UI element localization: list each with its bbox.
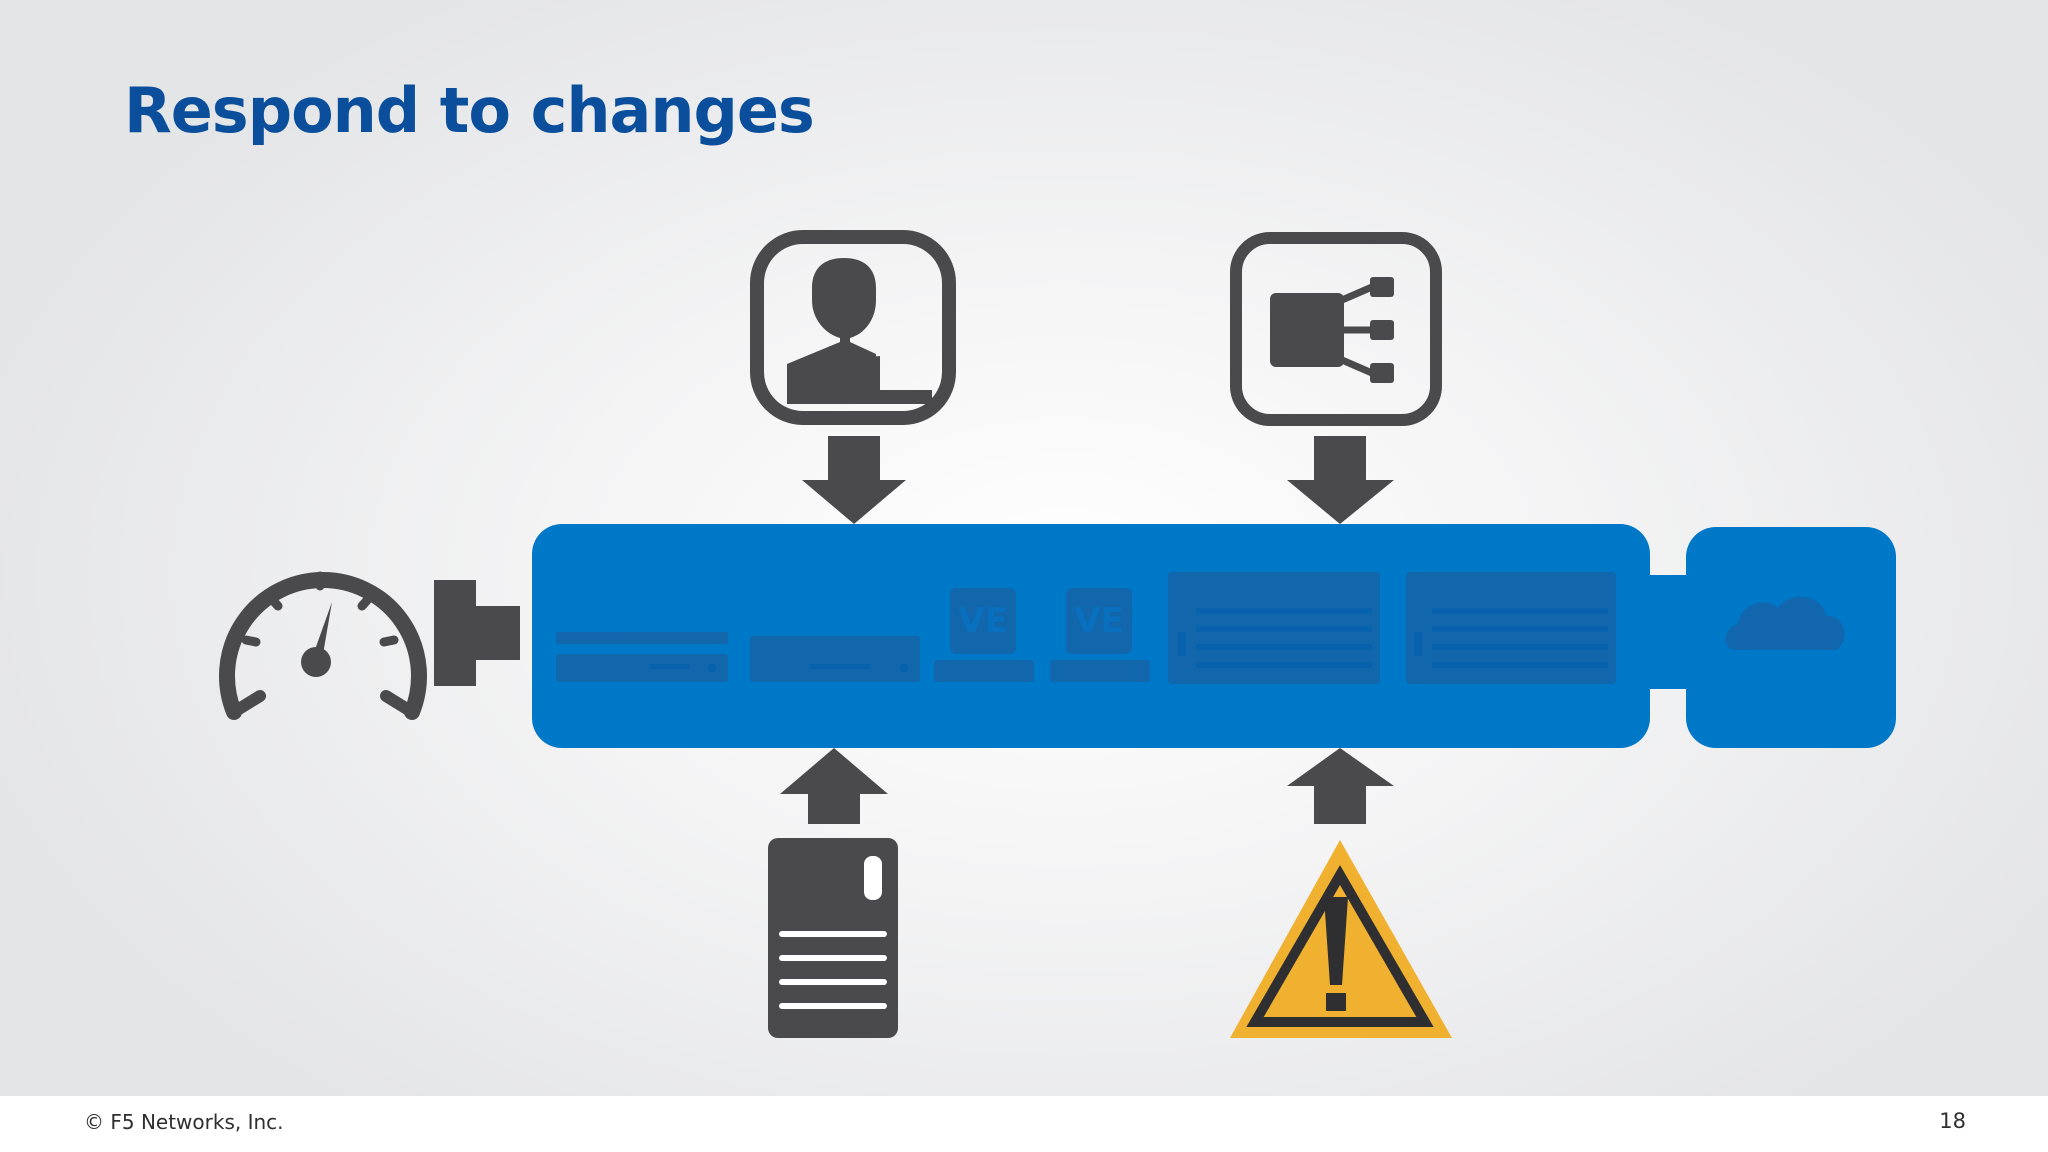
arrow-down: [1287, 436, 1394, 524]
page-number: 18: [1939, 1109, 1966, 1133]
footer: © F5 Networks, Inc. 18: [0, 1096, 2048, 1152]
arrow-up: [1287, 748, 1394, 824]
app-topology-icon: [1230, 232, 1442, 426]
diagram: VE VE: [219, 230, 1896, 1038]
1u-appliance-icon: [556, 632, 728, 682]
ve-label: VE: [958, 601, 1008, 641]
device-row: VE VE: [556, 572, 1845, 684]
warning-icon: [1230, 840, 1452, 1038]
arrow-left: [434, 580, 520, 686]
platform-connector: [1646, 575, 1692, 689]
server-icon: [768, 838, 898, 1038]
1u-appliance-icon: [750, 636, 920, 682]
chassis-icon: [1168, 572, 1380, 684]
arrow-down: [802, 436, 906, 524]
footer-copyright: © F5 Networks, Inc.: [84, 1110, 284, 1134]
arrow-up: [780, 748, 888, 824]
user-icon: [750, 230, 956, 425]
ve-label: VE: [1074, 601, 1124, 641]
cloud-icon: [1725, 596, 1845, 650]
virtual-edition-icon: VE: [1050, 588, 1150, 682]
slide-title: Respond to changes: [124, 74, 815, 147]
gauge-icon: [219, 571, 427, 720]
chassis-icon: [1406, 572, 1616, 684]
virtual-edition-icon: VE: [934, 588, 1034, 682]
